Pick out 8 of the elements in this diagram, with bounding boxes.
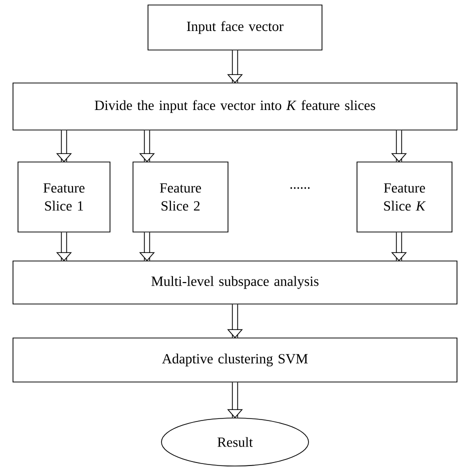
ellipsis-text: ...... <box>290 187 310 189</box>
process-box: Feature Slice K <box>356 162 452 232</box>
process-box: Multi-level subspace analysis <box>12 260 458 304</box>
process-box: Feature Slice 1 <box>18 162 110 232</box>
process-box: Input face vector <box>148 4 322 50</box>
process-box: Adaptive clustering SVM <box>12 338 458 382</box>
process-box: Divide the input face vector into K feature slices <box>12 82 458 130</box>
process-box: Feature Slice 2 <box>132 162 228 232</box>
